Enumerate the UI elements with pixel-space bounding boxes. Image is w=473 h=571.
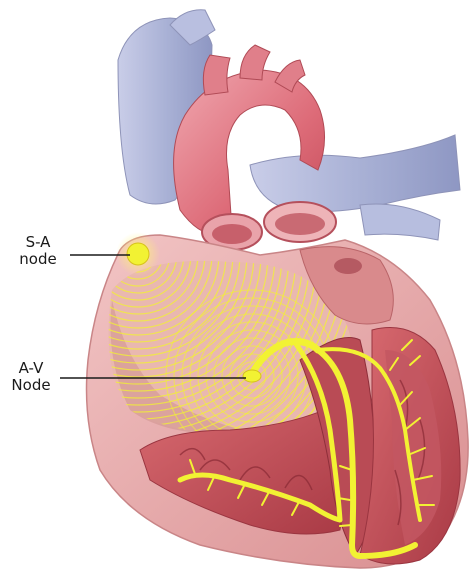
av-node-label: A-V Node <box>2 360 60 394</box>
pulmonary-vein-opening <box>334 258 362 274</box>
aortic-branch-1 <box>203 55 230 95</box>
pulmonary-artery-right-branch <box>250 135 460 212</box>
pulmonary-opening-inner <box>275 213 325 235</box>
sa-node-label: S-A node <box>6 234 70 268</box>
av-node <box>243 370 261 382</box>
sa-node <box>127 243 149 265</box>
aortic-opening-inner <box>212 224 252 244</box>
pulmonary-vein <box>360 204 440 240</box>
